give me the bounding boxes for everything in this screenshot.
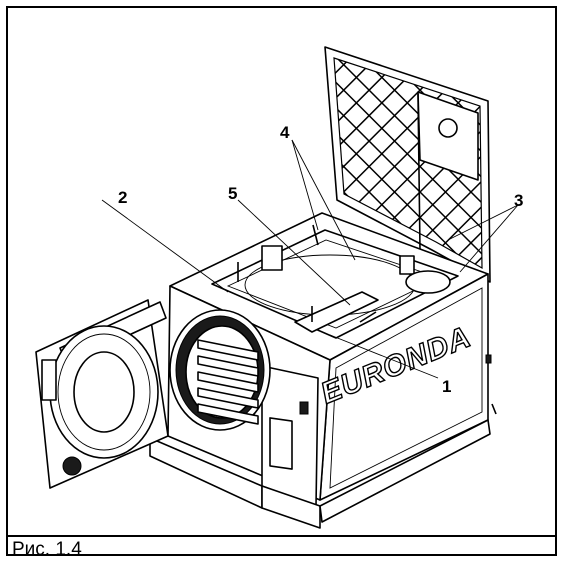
top-lid [324,46,491,283]
caption-divider [6,535,557,537]
callout-4: 4 [280,123,290,142]
callout-2: 2 [118,188,127,207]
front-door [35,299,169,489]
figure-caption: Рис. 1.4 [12,539,82,560]
callout-1: 1 [442,377,451,396]
callout-3: 3 [514,191,523,210]
autoclave-body: EURONDA [149,212,497,529]
instrument-trays [197,339,259,425]
callout-5: 5 [228,184,237,203]
leader-lines [101,139,519,379]
